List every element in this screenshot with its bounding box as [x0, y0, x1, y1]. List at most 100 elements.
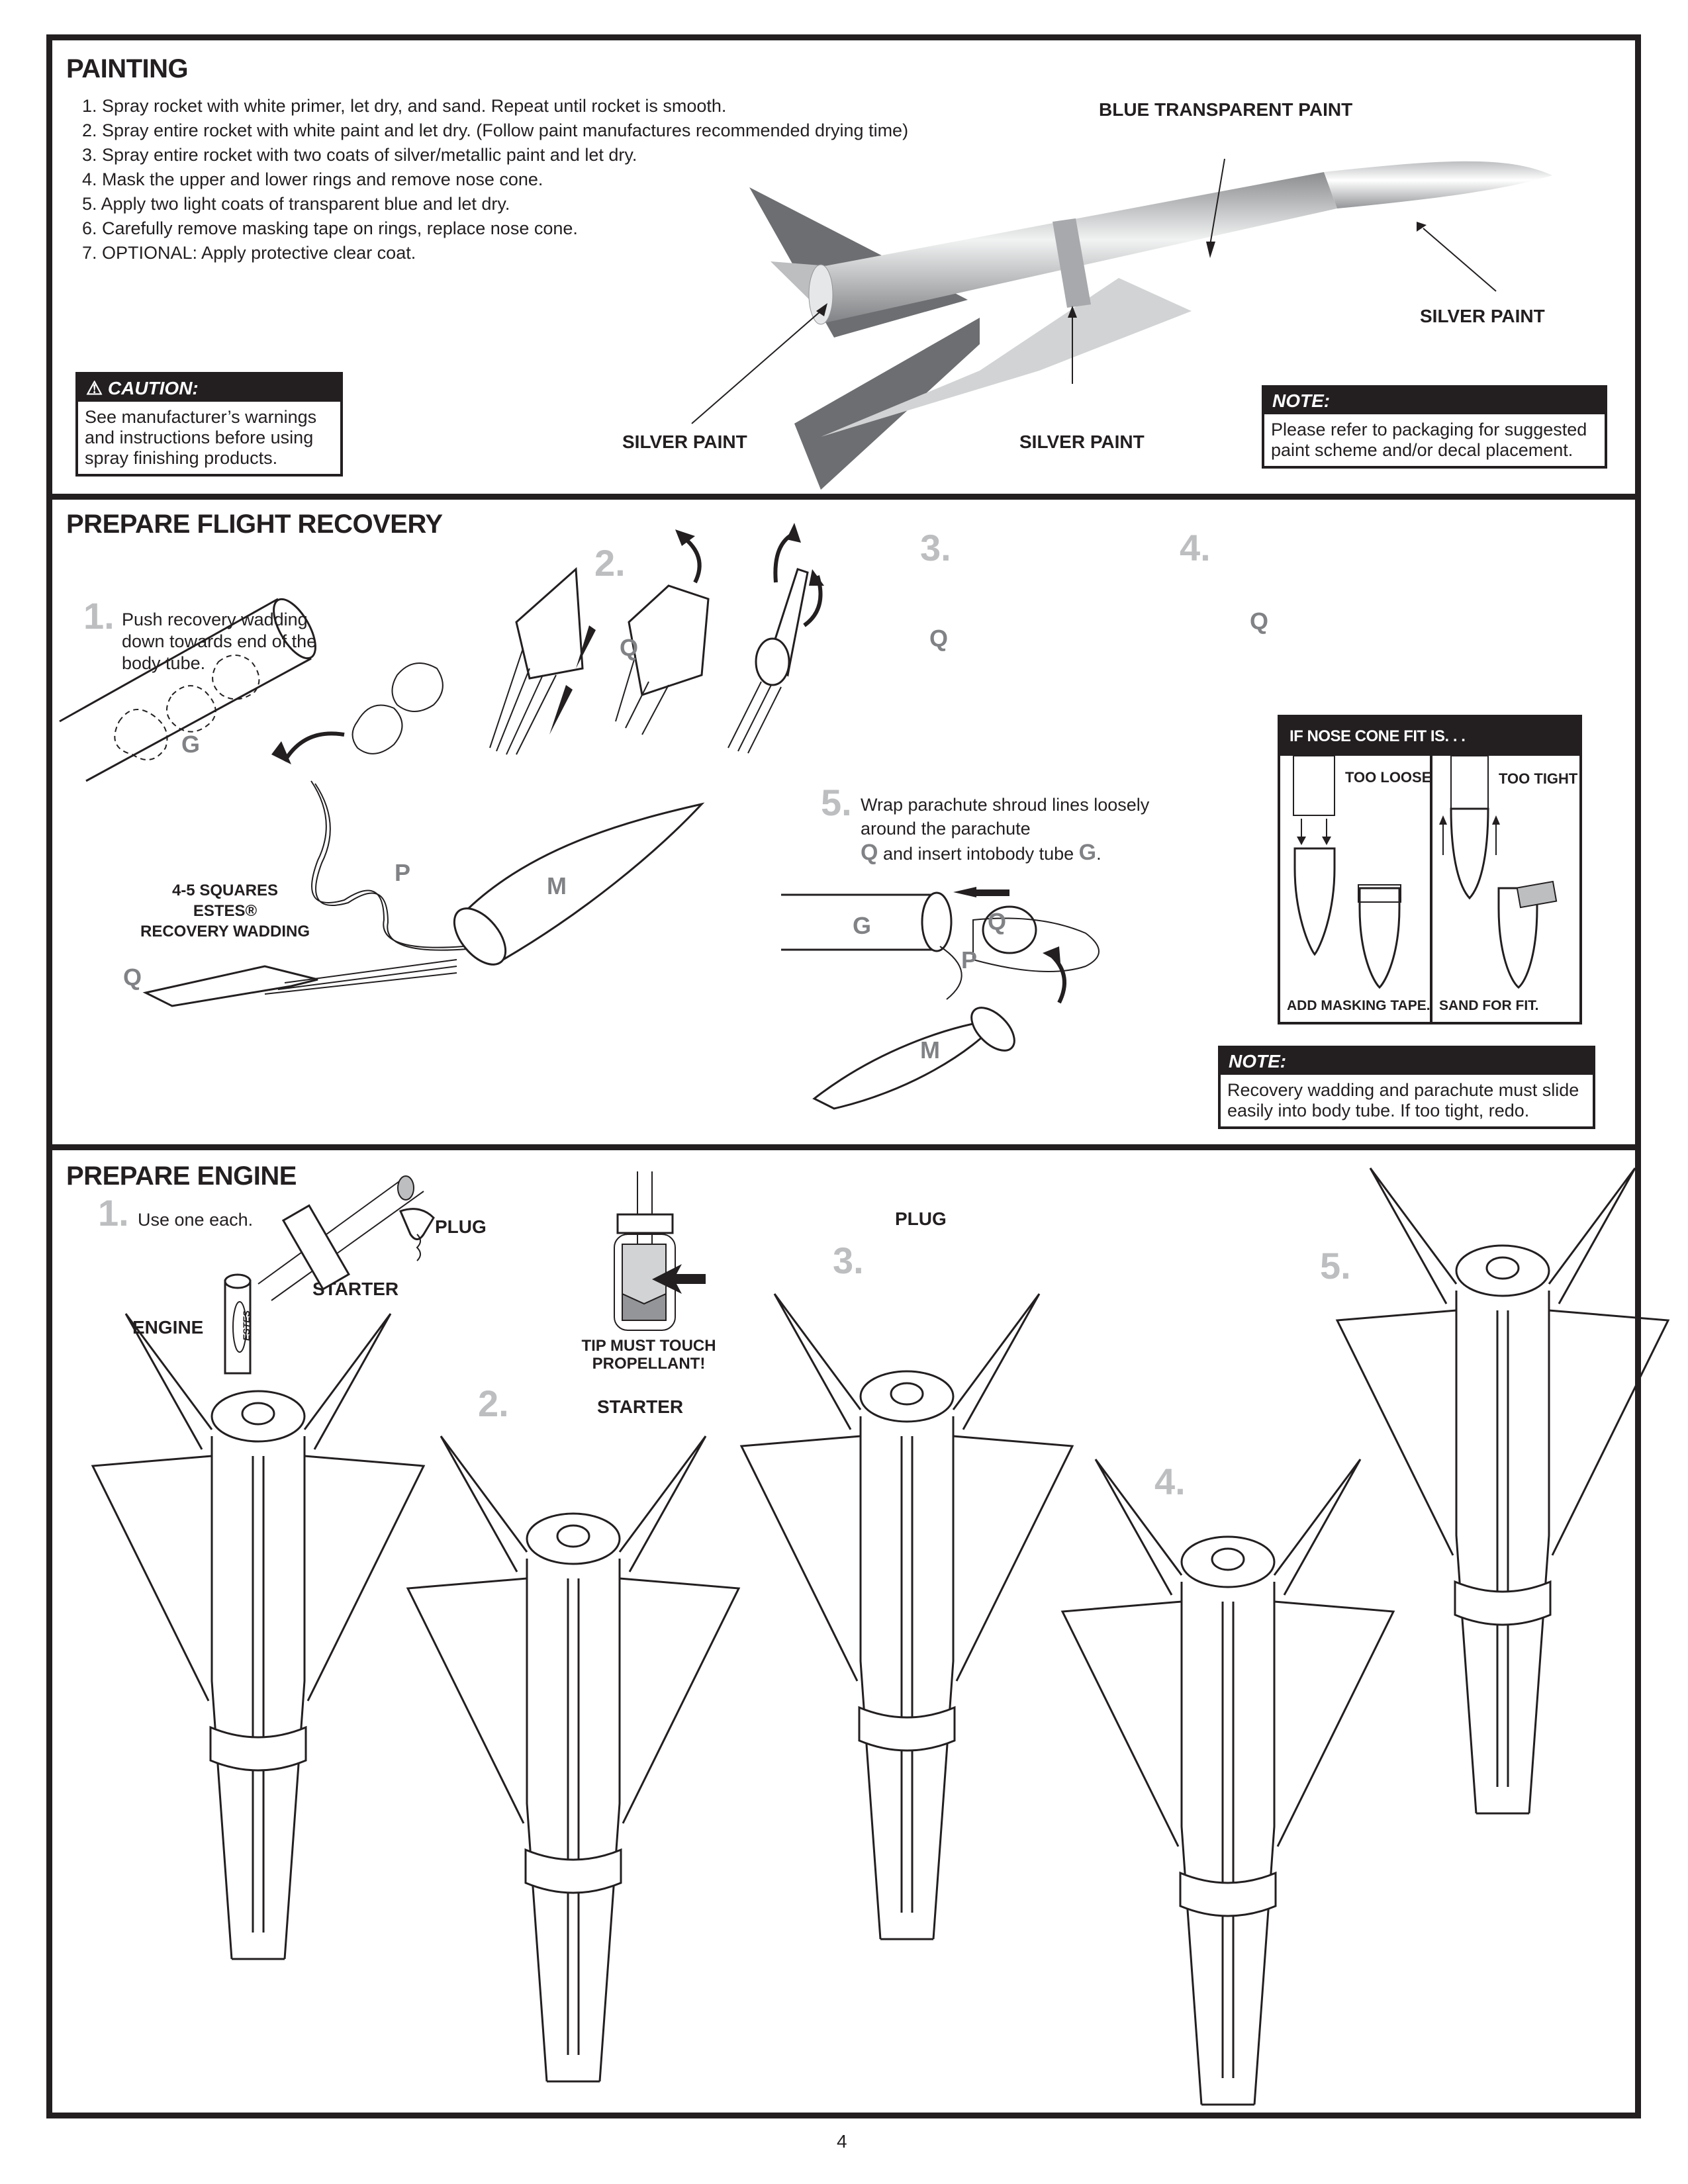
engine-nozzle	[1211, 1547, 1245, 1571]
rocket-band	[1454, 1580, 1552, 1626]
note-header: NOTE:	[1221, 1048, 1593, 1075]
painting-steps: 1. Spray rocket with white primer, let d…	[82, 94, 908, 265]
painting-step: 6. Carefully remove masking tape on ring…	[82, 218, 578, 238]
parachute-folding-illustration	[489, 523, 824, 755]
rocket-fin-can	[1060, 1459, 1395, 2106]
painting-step: 4. Mask the upper and lower rings and re…	[82, 169, 543, 189]
engine-label: ENGINE	[132, 1317, 204, 1338]
step-number: 2.	[478, 1383, 509, 1424]
note-box-recovery: NOTE: Recovery wadding and parachute mus…	[1218, 1046, 1595, 1129]
step-number: 3.	[920, 527, 951, 569]
rocket-fin-can	[1335, 1167, 1670, 1815]
wadding-label: 4-5 SQUARES ESTES® RECOVERY WADDING	[140, 882, 310, 940]
starter-label: STARTER	[597, 1396, 684, 1417]
step-number: 4.	[1154, 1461, 1186, 1502]
nose-cone-fit-header: IF NOSE CONE FIT IS. . .	[1280, 717, 1579, 756]
part-label-q: Q	[929, 625, 949, 652]
painting-step: 3. Spray entire rocket with two coats of…	[82, 145, 637, 165]
rocket-outline	[1548, 1309, 1670, 1556]
aft-ring	[808, 264, 833, 325]
rocket-outline	[1548, 1167, 1636, 1304]
rocket-outline	[739, 1435, 861, 1682]
rocket-outline	[952, 1293, 1041, 1430]
rocket-outline	[859, 1416, 882, 1940]
nose-cone	[1324, 161, 1552, 208]
step-number: 2.	[594, 542, 626, 584]
rocket-outline	[440, 1435, 528, 1572]
callout-silver-paint-ring: SILVER PAINT	[1019, 432, 1145, 452]
caution-box: ⚠ CAUTION: See manufacturer’s warnings a…	[75, 372, 343, 477]
engine-nozzle	[556, 1524, 590, 1548]
recovery-step5-text: Wrap parachute shroud lines loosely arou…	[861, 795, 1150, 865]
page-border	[46, 34, 1641, 2118]
add-masking-tape-label: ADD MASKING TAPE.	[1287, 998, 1430, 1013]
rocket-outline	[773, 1293, 862, 1430]
step-number: 4.	[1180, 527, 1211, 569]
rocket-outline	[618, 1435, 707, 1572]
step-number: 5.	[1320, 1245, 1351, 1287]
callout-silver-paint-aft: SILVER PAINT	[622, 432, 747, 452]
part-label-g: G	[181, 731, 201, 758]
part-label-q: Q	[988, 908, 1007, 935]
rocket-outline	[953, 1435, 1074, 1682]
nose-cone-fit-illustration	[1293, 755, 1558, 989]
section-divider	[46, 494, 1641, 500]
section-divider	[46, 1144, 1641, 1150]
painting-step: 5. Apply two light coats of transparent …	[82, 194, 510, 214]
step-number: 5.	[821, 782, 852, 823]
too-loose-label: TOO LOOSE	[1345, 769, 1432, 786]
rocket-band	[1179, 1871, 1277, 1917]
callout-blue-transparent-paint: BLUE TRANSPARENT PAINT	[1099, 99, 1353, 120]
wadding-tube-illustration	[59, 598, 705, 1007]
part-label-q: Q	[123, 964, 142, 991]
note-header: NOTE:	[1264, 388, 1605, 414]
rocket-band	[858, 1706, 956, 1752]
painting-step: 7. OPTIONAL: Apply protective clear coat…	[82, 243, 416, 263]
rocket-outline	[91, 1455, 212, 1702]
part-label-p: P	[395, 859, 411, 886]
painted-rocket-illustration	[691, 158, 1552, 490]
painting-step: 1. Spray rocket with white primer, let d…	[82, 96, 727, 116]
engine-nozzle	[890, 1382, 924, 1406]
rocket-fin-can	[406, 1435, 741, 2083]
too-tight-label: TOO TIGHT	[1499, 770, 1578, 787]
rocket-outline	[1455, 1291, 1477, 1814]
rocket-fin-can	[739, 1293, 1074, 1940]
rocket-fin-can	[91, 1313, 426, 1960]
rocket-outline	[283, 1436, 306, 1960]
rocket-outline	[1528, 1291, 1550, 1814]
rocket-outline	[1094, 1459, 1183, 1596]
caution-header: ⚠ CAUTION:	[78, 375, 340, 402]
rocket-band	[524, 1848, 622, 1894]
section-title-painting: PAINTING	[66, 54, 189, 83]
rocket-outline	[303, 1313, 392, 1450]
note-body: Recovery wadding and parachute must slid…	[1227, 1080, 1579, 1120]
engine-install-illustrations	[91, 1167, 1670, 2106]
rocket-band	[209, 1725, 307, 1772]
rocket-outline	[124, 1313, 213, 1450]
rocket-outline	[1253, 1582, 1276, 2105]
part-label-g: G	[853, 912, 872, 939]
part-label-q: Q	[620, 634, 639, 661]
warning-triangle-icon: ⚠	[86, 378, 103, 398]
rocket-outline	[526, 1559, 548, 2082]
rocket-outline	[211, 1436, 233, 1960]
section-title-flight-recovery: PREPARE FLIGHT RECOVERY	[66, 510, 443, 539]
plug-label: PLUG	[895, 1208, 947, 1229]
panel-divider	[1430, 756, 1432, 1022]
section-title-prepare-engine: PREPARE ENGINE	[66, 1161, 297, 1191]
step-number: 3.	[833, 1240, 864, 1281]
rocket-outline	[932, 1416, 955, 1940]
insert-parachute-illustration	[781, 887, 1100, 1110]
rocket-outline	[619, 1577, 741, 1824]
page-number: 4	[837, 2131, 847, 2152]
nose-cone-fit-box: IF NOSE CONE FIT IS. . . TOO LOOSE TOO T…	[1278, 715, 1582, 1024]
engine-parts-illustration	[224, 1171, 706, 1375]
rocket-outline	[598, 1559, 621, 2082]
rocket-outline	[1060, 1600, 1182, 1847]
part-label-q: Q	[1250, 608, 1269, 635]
mid-ring	[1053, 218, 1091, 308]
note-box-painting: NOTE: Please refer to packaging for sugg…	[1262, 385, 1607, 469]
rocket-outline	[1273, 1459, 1362, 1596]
part-label-m: M	[547, 872, 567, 899]
